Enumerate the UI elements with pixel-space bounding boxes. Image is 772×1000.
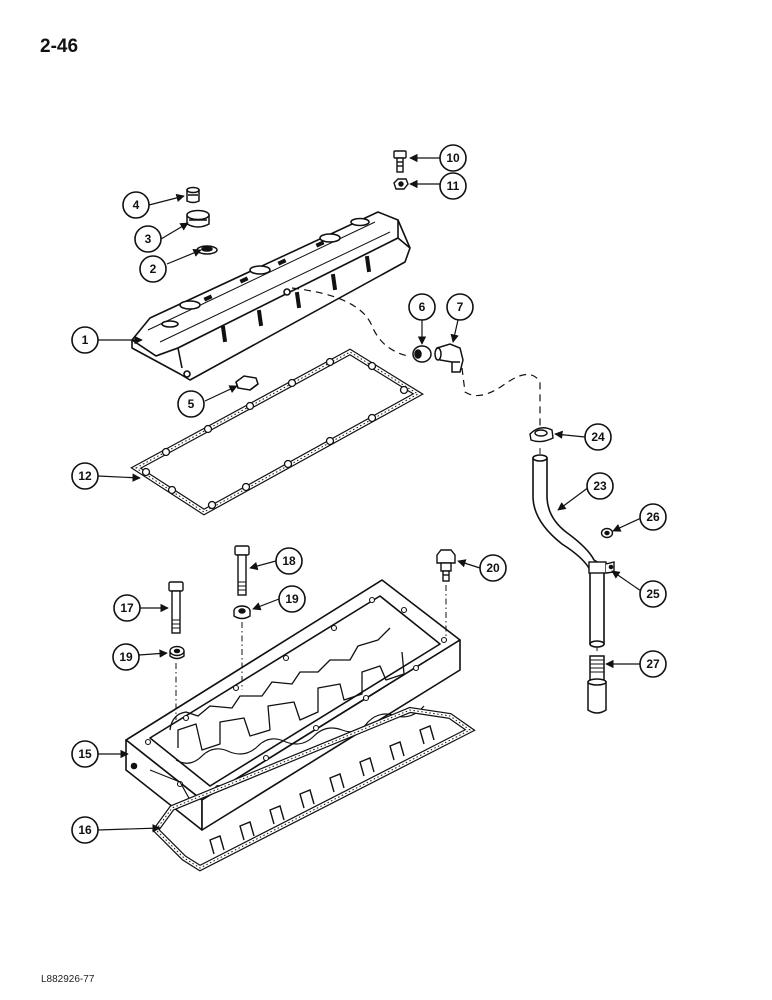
callout-10: 10 <box>439 144 467 172</box>
callout-26: 26 <box>639 503 667 531</box>
svg-text:19: 19 <box>119 650 133 664</box>
svg-text:2: 2 <box>150 262 157 276</box>
svg-text:12: 12 <box>78 469 92 483</box>
svg-text:25: 25 <box>646 587 660 601</box>
clamp-24-part <box>529 427 554 443</box>
leader-lines <box>97 153 642 833</box>
adapter-part <box>412 345 432 363</box>
callout-19-lower: 19 <box>112 643 140 671</box>
spacer-housing <box>125 579 461 831</box>
svg-text:27: 27 <box>646 657 660 671</box>
callout-18: 18 <box>275 547 303 575</box>
callout-20: 20 <box>479 554 507 582</box>
svg-text:24: 24 <box>591 430 605 444</box>
valve-cover-gasket <box>130 348 424 516</box>
callout-3: 3 <box>134 225 162 253</box>
svg-text:4: 4 <box>133 198 140 212</box>
callout-19-upper: 19 <box>278 585 306 613</box>
svg-text:17: 17 <box>120 601 134 615</box>
stud-nut-20-part <box>436 549 456 582</box>
callout-11: 11 <box>439 172 467 200</box>
page-number: 2-46 <box>40 36 79 57</box>
svg-text:3: 3 <box>145 232 152 246</box>
callout-6: 6 <box>408 293 436 321</box>
svg-text:11: 11 <box>447 179 460 193</box>
washer-26-part <box>600 527 614 539</box>
svg-text:5: 5 <box>188 397 195 411</box>
svg-text:26: 26 <box>646 510 660 524</box>
washer-19-upper-part <box>233 605 251 620</box>
bolt-18-part <box>234 545 250 596</box>
callout-25: 25 <box>639 580 667 608</box>
callout-5: 5 <box>177 390 205 418</box>
svg-text:15: 15 <box>78 747 92 761</box>
callout-15: 15 <box>71 740 99 768</box>
seal-washer-part <box>196 245 218 255</box>
bolt-17-part <box>168 581 184 634</box>
spacer-gasket <box>152 706 476 872</box>
tube-adapter-27-part <box>587 655 607 714</box>
callout-27: 27 <box>639 650 667 678</box>
breather-cap-part <box>186 186 200 204</box>
callout-24: 24 <box>584 423 612 451</box>
svg-text:23: 23 <box>593 479 607 493</box>
breather-tube-part <box>532 454 605 648</box>
tube-clamp-25-part <box>588 561 615 574</box>
svg-text:20: 20 <box>486 561 500 575</box>
svg-text:7: 7 <box>457 300 464 314</box>
nut-11-part <box>393 178 409 190</box>
callout-7: 7 <box>446 293 474 321</box>
nut-part <box>235 375 259 391</box>
hose-routing-line <box>291 287 541 428</box>
drawing-code: L882926-77 <box>41 974 95 985</box>
svg-text:16: 16 <box>78 823 92 837</box>
svg-text:6: 6 <box>419 300 426 314</box>
svg-text:18: 18 <box>282 554 296 568</box>
callout-4: 4 <box>122 191 150 219</box>
svg-text:19: 19 <box>285 592 299 606</box>
callout-2: 2 <box>139 255 167 283</box>
svg-text:1: 1 <box>82 333 89 347</box>
callout-23: 23 <box>586 472 614 500</box>
callout-17: 17 <box>113 594 141 622</box>
bolt-10-part <box>393 150 407 173</box>
valve-cover <box>131 211 411 381</box>
callout-16: 16 <box>71 816 99 844</box>
washer-19-lower-part <box>169 645 185 660</box>
elbow-fitting-part <box>434 343 464 373</box>
callout-12: 12 <box>71 462 99 490</box>
svg-text:10: 10 <box>446 151 460 165</box>
callout-1: 1 <box>71 326 99 354</box>
